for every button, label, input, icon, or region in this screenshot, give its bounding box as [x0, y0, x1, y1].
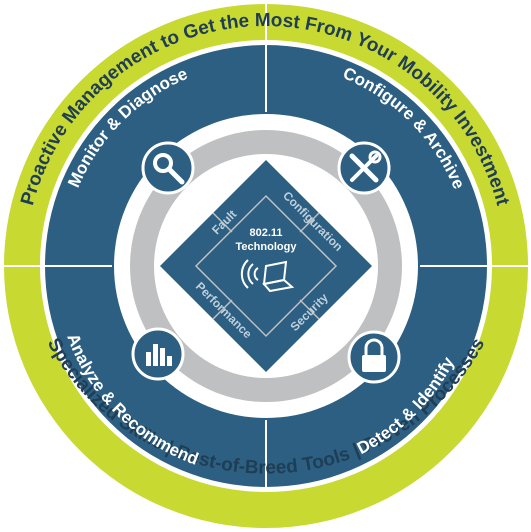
padlock-icon	[347, 330, 401, 384]
gray-ring	[130, 130, 402, 402]
magnifier-icon	[141, 141, 195, 195]
outer-bottom-separator: |	[346, 438, 368, 463]
tools-icon	[337, 141, 391, 195]
center-line2: Technology	[236, 241, 298, 253]
center-line1: 802.11	[249, 227, 282, 239]
wireless-laptop-icon	[240, 259, 295, 293]
bar-chart-icon	[131, 327, 185, 381]
